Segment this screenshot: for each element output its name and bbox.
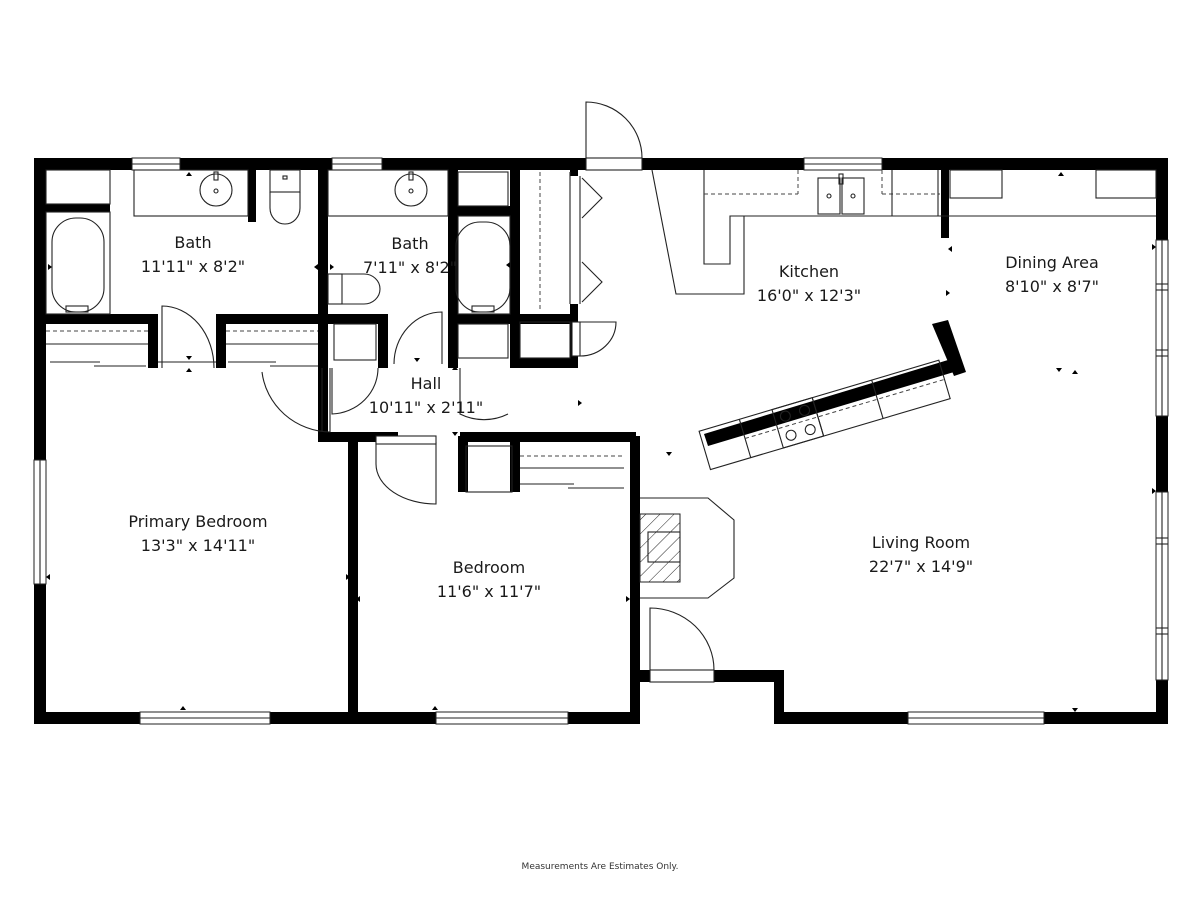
doors: [158, 101, 715, 683]
island-counter-icon: [698, 359, 951, 471]
window-icon: [331, 157, 383, 171]
door-icon: [331, 367, 379, 415]
windows: [33, 157, 1169, 725]
closet-icon: [45, 169, 111, 205]
room-dimensions: 11'6" x 11'7": [436, 582, 542, 601]
room-dimensions: 7'11" x 8'2": [362, 258, 458, 277]
closet-icon: [226, 330, 318, 367]
room-label-kitchen: Kitchen 16'0" x 12'3": [757, 260, 861, 308]
kitchen-counter-icon: [651, 169, 1157, 295]
door-icon: [393, 311, 443, 365]
room-label-bath-2: Bath 7'11" x 8'2": [363, 232, 457, 280]
cooktop-icon: [771, 397, 825, 449]
closet-icon: [519, 321, 571, 359]
room-dimensions: 16'0" x 12'3": [756, 286, 862, 305]
window-icon: [33, 459, 47, 585]
room-dimensions: 8'10" x 8'7": [1004, 277, 1100, 296]
room-name: Hall: [410, 374, 442, 393]
room-name: Living Room: [871, 533, 971, 552]
window-icon: [907, 711, 1045, 725]
room-label-living-room: Living Room 22'7" x 14'9": [869, 531, 973, 579]
door-icon: [649, 607, 715, 683]
room-label-bath-1: Bath 11'11" x 8'2": [141, 231, 245, 279]
room-label-primary-bedroom: Primary Bedroom 13'3" x 14'11": [128, 510, 267, 558]
door-icon: [158, 305, 216, 369]
closet-icon: [333, 323, 377, 361]
bathtub-icon: [45, 211, 111, 315]
vanity-icon: [327, 169, 449, 217]
closet-icon: [465, 445, 624, 493]
room-name: Primary Bedroom: [128, 512, 268, 531]
bathtub-icon: [455, 215, 511, 315]
double-sink-icon: [817, 173, 865, 215]
fireplace-icon: [639, 497, 735, 599]
door-icon: [375, 435, 437, 505]
door-icon: [571, 321, 617, 357]
room-label-hall: Hall 10'11" x 2'11": [369, 372, 483, 420]
door-icon: [459, 368, 509, 421]
window-icon: [435, 711, 569, 725]
room-name: Kitchen: [778, 262, 840, 281]
room-dimensions: 13'3" x 14'11": [140, 536, 256, 555]
closet-icon: [46, 330, 148, 367]
door-icon: [585, 101, 643, 171]
room-name: Bath: [391, 234, 429, 253]
window-icon: [803, 157, 883, 171]
room-name: Bedroom: [452, 558, 526, 577]
window-icon: [1155, 239, 1169, 417]
window-icon: [1155, 491, 1169, 681]
room-label-bedroom: Bedroom 11'6" x 11'7": [437, 556, 541, 604]
toilet-icon: [327, 273, 381, 305]
interior-walls: [34, 158, 966, 724]
exterior-walls: [34, 158, 1168, 724]
room-name: Bath: [174, 233, 212, 252]
closet-icon: [539, 172, 571, 312]
bifold-door-icon: [579, 176, 603, 304]
closet-icon: [457, 323, 509, 359]
room-label-dining-area: Dining Area 8'10" x 8'7": [1005, 251, 1099, 299]
room-dimensions: 22'7" x 14'9": [868, 557, 974, 576]
window-icon: [131, 157, 181, 171]
toilet-icon: [269, 169, 301, 225]
disclaimer-note: Measurements Are Estimates Only.: [521, 862, 679, 872]
vanity-icon: [133, 169, 249, 217]
room-name: Dining Area: [1005, 253, 1099, 272]
room-dimensions: 10'11" x 2'11": [368, 398, 484, 417]
door-icon: [261, 368, 331, 433]
closets: [45, 169, 624, 493]
sink-icon: [199, 171, 233, 207]
dimension-markers: [46, 166, 1156, 712]
sink-icon: [394, 171, 428, 207]
closet-icon: [457, 171, 509, 207]
room-dimensions: 11'11" x 8'2": [140, 257, 246, 276]
window-icon: [139, 711, 271, 725]
